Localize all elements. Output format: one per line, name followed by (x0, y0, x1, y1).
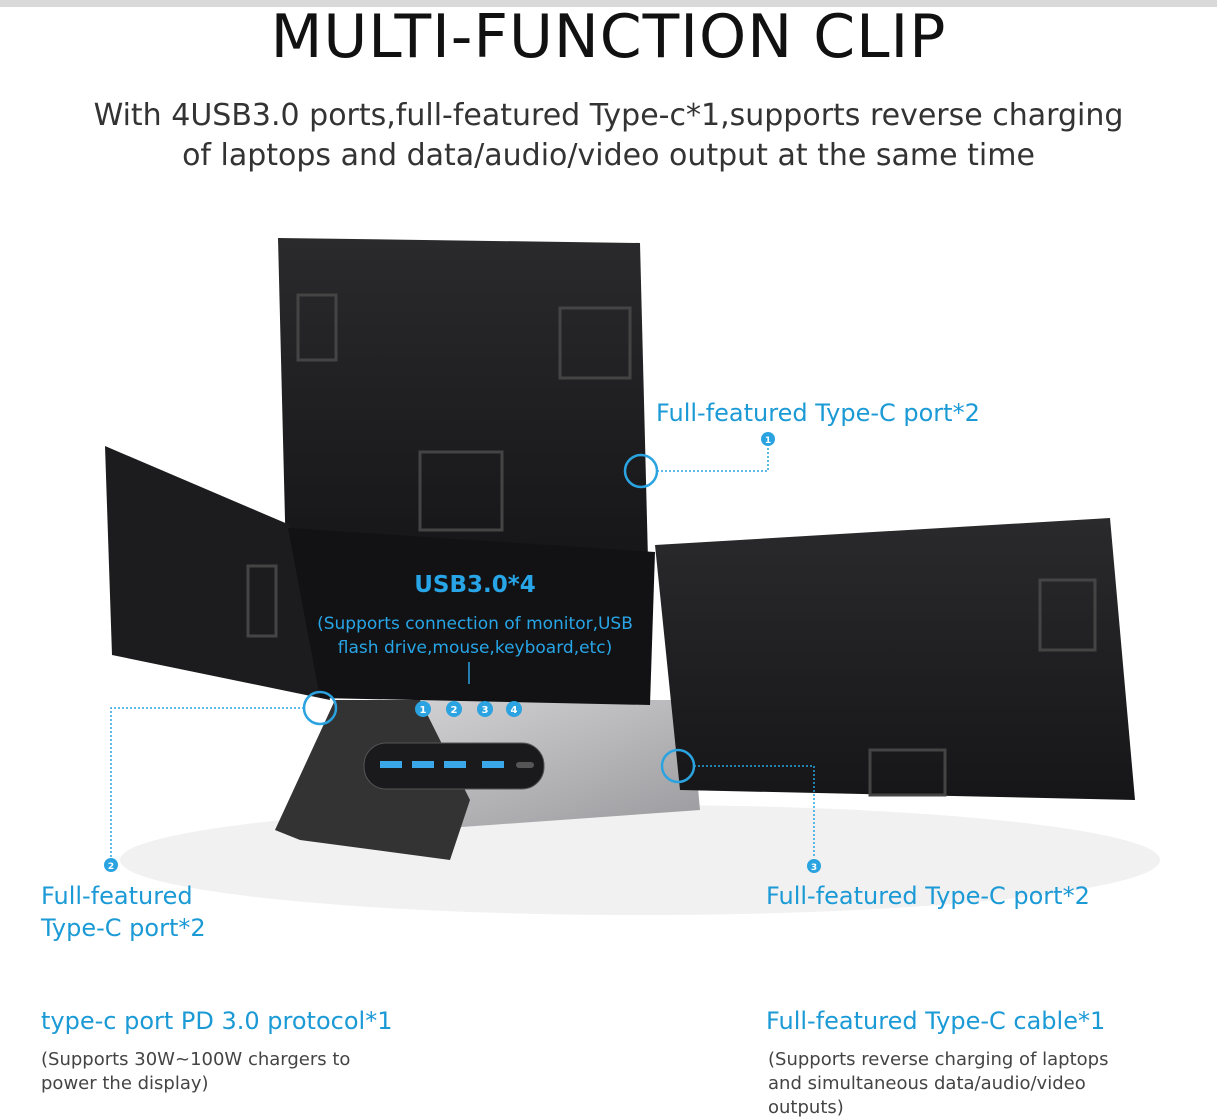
usb-description: (Supports connection of monitor,USB flas… (290, 612, 660, 660)
usb-number-1: 1 (420, 705, 427, 716)
top-panel-bracket-left (296, 293, 338, 362)
port3-label: Full-featured Type-C port*2 (766, 882, 1090, 910)
feature-pd-desc-line-1: (Supports 30W~100W chargers to (41, 1049, 351, 1070)
subtitle-line-1: With 4USB3.0 ports,full-featured Type-c*… (93, 98, 1124, 133)
top-panel-bracket-bottom (418, 450, 504, 532)
usb-ports (380, 761, 504, 768)
center-clip (288, 528, 655, 705)
port2-label-line-2: Type-C port*2 (41, 914, 206, 942)
port2-label: Full-featured Type-C port*2 (41, 880, 206, 944)
feature-cable-desc-line-3: outputs) (768, 1097, 844, 1118)
port1-number: 1 (765, 436, 771, 446)
callout-line-3 (694, 765, 815, 858)
type-c-port (516, 762, 534, 768)
feature-pd-title: type-c port PD 3.0 protocol*1 (41, 1007, 393, 1035)
usb-number-2: 2 (451, 705, 458, 716)
port2-label-line-1: Full-featured (41, 882, 193, 910)
subtitle-line-2: of laptops and data/audio/video output a… (182, 138, 1035, 173)
top-border (0, 0, 1217, 7)
feature-pd-desc-line-2: power the display) (41, 1073, 209, 1094)
usb-number-4: 4 (511, 705, 518, 716)
top-panel (278, 238, 648, 560)
callout-line-1 (657, 445, 769, 472)
page-title: MULTI-FUNCTION CLIP (270, 2, 947, 72)
feature-cable-desc-line-1: (Supports reverse charging of laptops (768, 1049, 1109, 1070)
feature-cable-title: Full-featured Type-C cable*1 (766, 1007, 1106, 1035)
right-panel (655, 518, 1135, 800)
port1-label: Full-featured Type-C port*2 (656, 399, 980, 427)
usb-desc-line-2: flash drive,mouse,keyboard,etc) (337, 638, 613, 658)
usb-number-3: 3 (482, 705, 489, 716)
port2-number: 2 (108, 862, 114, 872)
usb-title: USB3.0*4 (414, 572, 536, 598)
port3-number: 3 (811, 863, 817, 873)
feature-cable-desc: (Supports reverse charging of laptops an… (768, 1048, 1108, 1120)
page-subtitle: With 4USB3.0 ports,full-featured Type-c*… (0, 96, 1217, 176)
feature-pd-desc: (Supports 30W~100W chargers to power the… (41, 1048, 350, 1096)
usb-number-dots (104, 432, 821, 873)
feature-cable-desc-line-2: and simultaneous data/audio/video (768, 1073, 1086, 1094)
top-panel-bracket-right (558, 306, 632, 380)
callout-line-2 (110, 707, 304, 858)
usb-desc-line-1: (Supports connection of monitor,USB (317, 614, 633, 634)
